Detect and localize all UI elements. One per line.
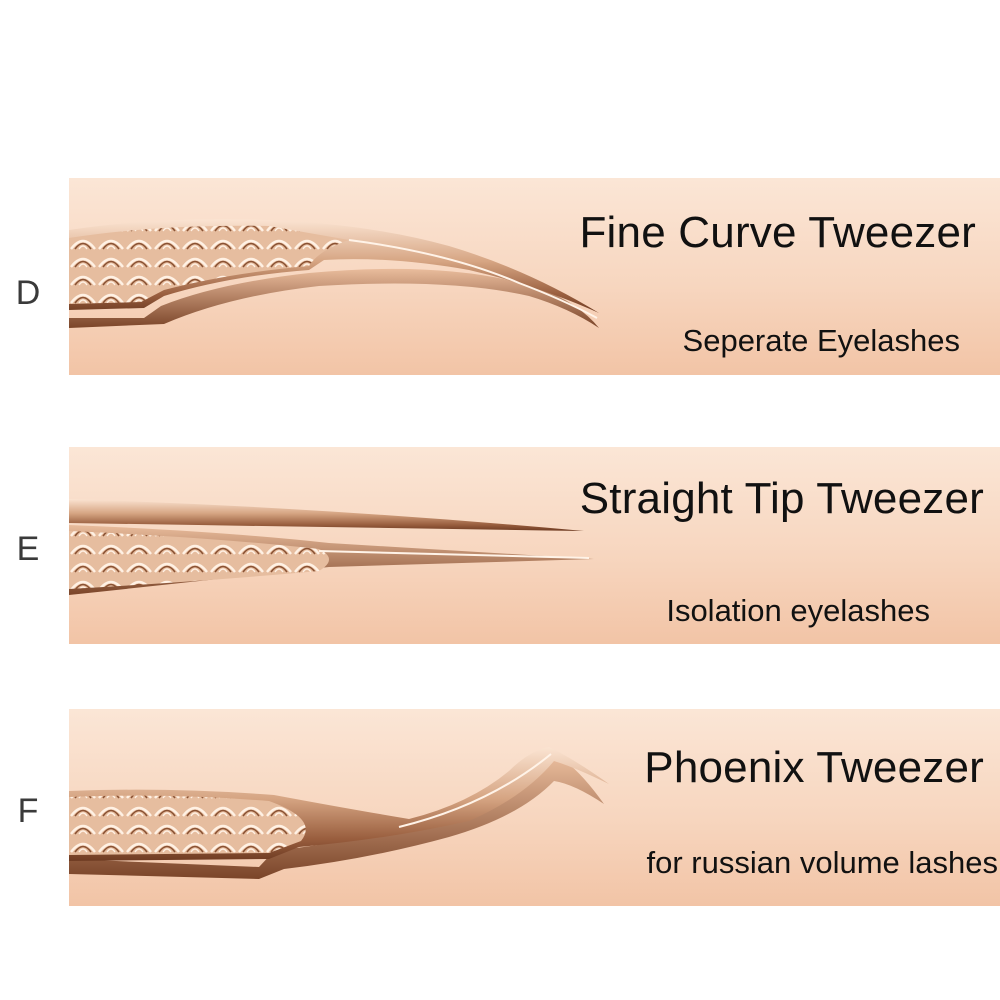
curved-tweezer-icon xyxy=(69,219,599,328)
product-subtitle: Isolation eyelashes xyxy=(666,593,930,628)
item-letter: F xyxy=(17,792,39,830)
product-panel: Phoenix Tweezer for russian volume lashe… xyxy=(69,709,1000,906)
product-title: Phoenix Tweezer xyxy=(644,743,984,792)
phoenix-tweezer-icon xyxy=(69,747,609,879)
straight-tweezer-icon xyxy=(69,499,594,595)
product-subtitle: for russian volume lashes xyxy=(646,845,999,880)
item-letter: E xyxy=(16,530,40,568)
product-panel: Straight Tip Tweezer Isolation eyelashes xyxy=(69,447,1000,644)
product-panel: Fine Curve Tweezer Seperate Eyelashes xyxy=(69,178,1000,375)
product-title: Fine Curve Tweezer xyxy=(579,208,976,257)
product-title: Straight Tip Tweezer xyxy=(579,474,984,523)
item-letter: D xyxy=(15,274,41,312)
product-subtitle: Seperate Eyelashes xyxy=(682,323,960,358)
